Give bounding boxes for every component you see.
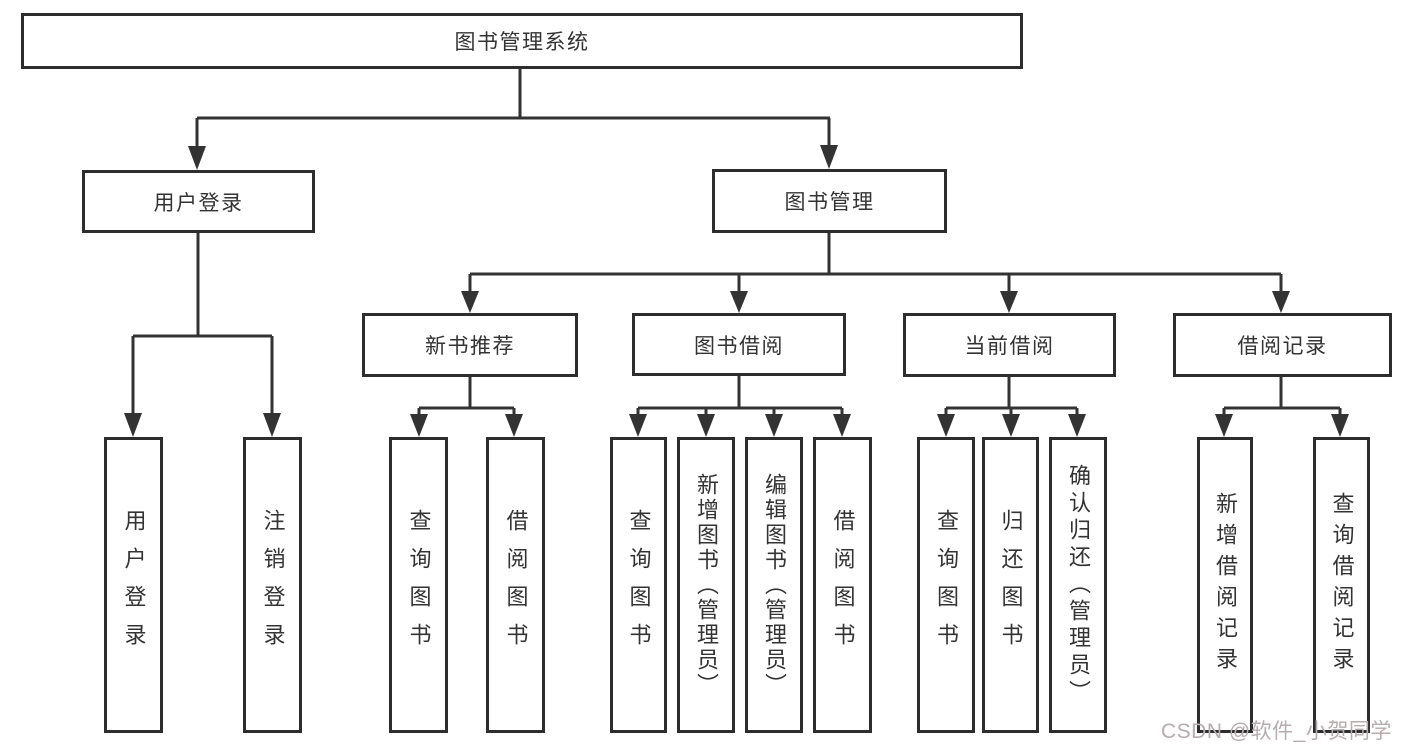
leaf-edit-book-admin: 编辑图书（管理员）: [745, 437, 803, 733]
node-book-management-label: 图书管理: [784, 191, 875, 214]
leaf-add-book-admin-label: 新增图书（管理员）: [694, 472, 719, 698]
node-new-book-recommend: 新书推荐: [362, 313, 578, 377]
edges-new-book-recommend: [410, 377, 523, 437]
leaf-user-login-label: 用户登录: [121, 509, 147, 661]
leaf-query-books-recommend: 查询图书: [389, 437, 448, 733]
leaf-user-login: 用户登录: [104, 437, 163, 733]
leaf-query-books-recommend-label: 查询图书: [406, 509, 432, 661]
edges-current-borrow: [937, 377, 1086, 437]
csdn-watermark: CSDN @软件_小贺同学: [1161, 720, 1392, 743]
edges-borrow-records: [1215, 377, 1349, 437]
leaf-query-books-current-label: 查询图书: [934, 509, 959, 661]
leaf-query-books-current: 查询图书: [917, 437, 975, 733]
node-current-borrow-label: 当前借阅: [964, 335, 1055, 358]
node-user-login-label: 用户登录: [153, 191, 244, 215]
leaf-query-borrow-record: 查询借阅记录: [1313, 437, 1370, 733]
leaf-confirm-return-admin: 确认归还（管理员）: [1049, 437, 1107, 733]
edges-root: [188, 69, 838, 170]
leaf-logout: 注销登录: [243, 437, 302, 733]
leaf-query-books-borrow-label: 查询图书: [626, 509, 652, 661]
node-book-management: 图书管理: [712, 169, 947, 233]
leaf-borrow-books-label: 借阅图书: [830, 509, 856, 661]
leaf-add-book-admin: 新增图书（管理员）: [677, 437, 735, 733]
leaf-borrow-books-recommend: 借阅图书: [486, 437, 545, 733]
edges-book-borrow: [629, 376, 851, 437]
edges-user-login: [124, 233, 281, 437]
node-new-book-recommend-label: 新书推荐: [425, 335, 515, 358]
leaf-add-borrow-record: 新增借阅记录: [1197, 437, 1253, 733]
node-borrow-records-label: 借阅记录: [1237, 335, 1328, 358]
leaf-add-borrow-record-label: 新增借阅记录: [1213, 492, 1238, 678]
node-book-borrow: 图书借阅: [632, 313, 846, 376]
leaf-confirm-return-admin-label: 确认归还（管理员）: [1066, 463, 1091, 707]
node-current-borrow: 当前借阅: [903, 313, 1116, 377]
leaf-return-book-label: 归还图书: [998, 509, 1024, 661]
leaf-borrow-books-recommend-label: 借阅图书: [503, 509, 529, 661]
leaf-query-borrow-record-label: 查询借阅记录: [1329, 492, 1355, 678]
node-root-label: 图书管理系统: [454, 31, 590, 54]
node-book-borrow-label: 图书借阅: [694, 334, 784, 358]
edges-book-management: [461, 233, 1290, 313]
leaf-return-book: 归还图书: [982, 437, 1039, 733]
leaf-logout-label: 注销登录: [260, 509, 286, 661]
leaf-edit-book-admin-label: 编辑图书（管理员）: [762, 472, 787, 698]
leaf-borrow-books: 借阅图书: [813, 437, 872, 733]
node-borrow-records: 借阅记录: [1173, 313, 1392, 377]
node-user-login: 用户登录: [82, 170, 315, 233]
node-root: 图书管理系统: [21, 13, 1023, 69]
leaf-query-books-borrow: 查询图书: [610, 437, 667, 733]
